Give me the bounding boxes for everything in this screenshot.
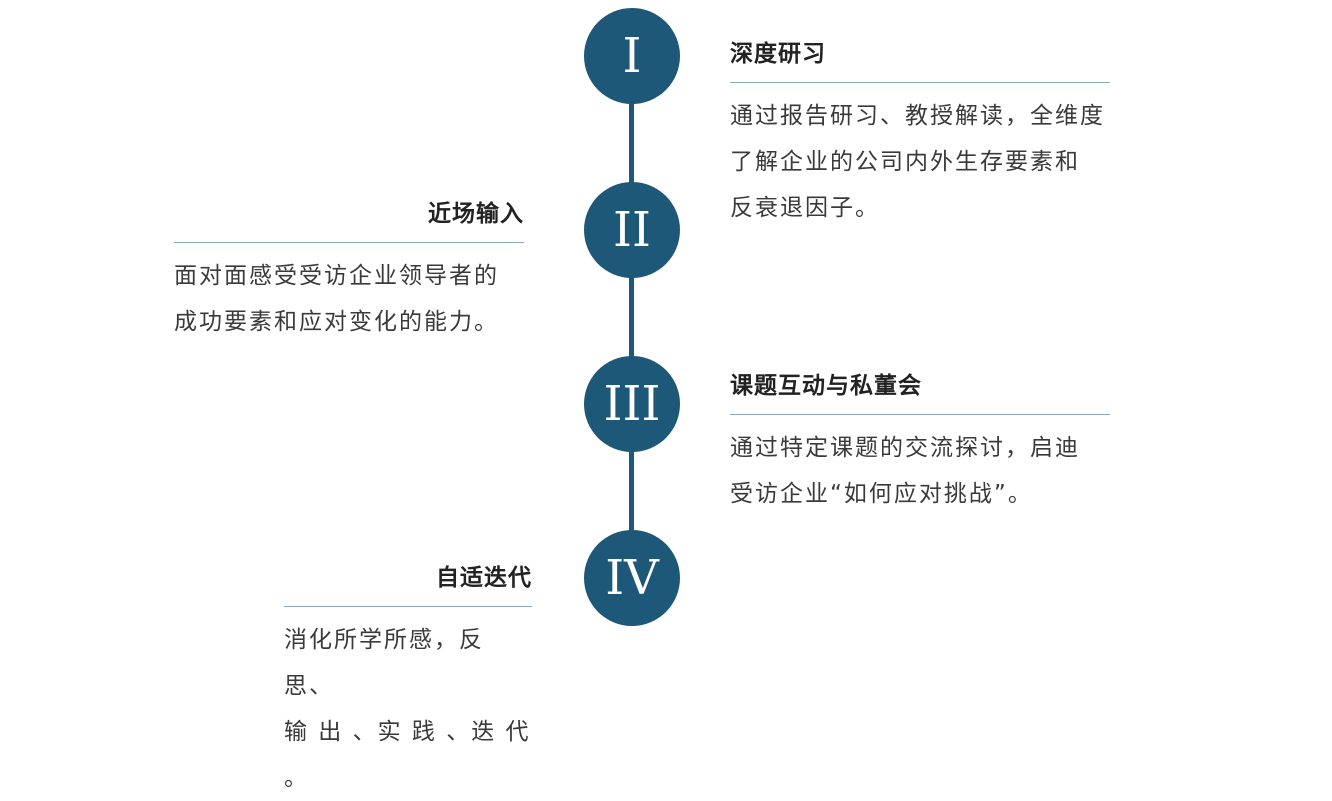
- step-4-numeral-circle: IV: [584, 530, 680, 626]
- step-1-description: 通过报告研习、教授解读，全维度 了解企业的公司内外生存要素和 反衰退因子。: [730, 93, 1110, 231]
- step-3-desc-line: 通过特定课题的交流探讨，启迪: [730, 435, 1080, 461]
- step-2-description: 面对面感受受访企业领导者的 成功要素和应对变化的能力。: [174, 253, 524, 345]
- step-4-desc-line: 消化所学所感，反思、: [284, 627, 484, 699]
- step-4-title: 自适迭代: [284, 558, 532, 607]
- step-2-numeral-circle: II: [584, 182, 680, 278]
- step-1-card: 深度研习 通过报告研习、教授解读，全维度 了解企业的公司内外生存要素和 反衰退因…: [730, 34, 1110, 231]
- step-4-card: 自适迭代 消化所学所感，反思、 输 出 、实 践 、迭 代 。: [284, 558, 532, 801]
- step-3-card: 课题互动与私董会 通过特定课题的交流探讨，启迪 受访企业“如何应对挑战”。: [730, 366, 1110, 517]
- step-3-numeral-circle: III: [584, 356, 680, 452]
- step-4-desc-line: 输 出 、实 践 、迭 代 。: [284, 719, 531, 791]
- step-1-desc-line: 反衰退因子。: [730, 195, 880, 221]
- step-2-desc-line: 成功要素和应对变化的能力。: [174, 309, 499, 335]
- step-1-numeral-circle: I: [584, 8, 680, 104]
- step-3-desc-line: 受访企业“如何应对挑战”。: [730, 481, 1033, 507]
- step-1-desc-line: 了解企业的公司内外生存要素和: [730, 149, 1080, 175]
- step-2-card: 近场输入 面对面感受受访企业领导者的 成功要素和应对变化的能力。: [174, 194, 524, 345]
- step-4-description: 消化所学所感，反思、 输 出 、实 践 、迭 代 。: [284, 617, 532, 801]
- step-1-desc-line: 通过报告研习、教授解读，全维度: [730, 103, 1105, 129]
- step-2-title: 近场输入: [174, 194, 524, 243]
- timeline-connector-line: [629, 55, 634, 580]
- step-3-title: 课题互动与私董会: [730, 366, 1110, 415]
- step-1-title: 深度研习: [730, 34, 1110, 83]
- step-2-desc-line: 面对面感受受访企业领导者的: [174, 263, 499, 289]
- step-3-description: 通过特定课题的交流探讨，启迪 受访企业“如何应对挑战”。: [730, 425, 1110, 517]
